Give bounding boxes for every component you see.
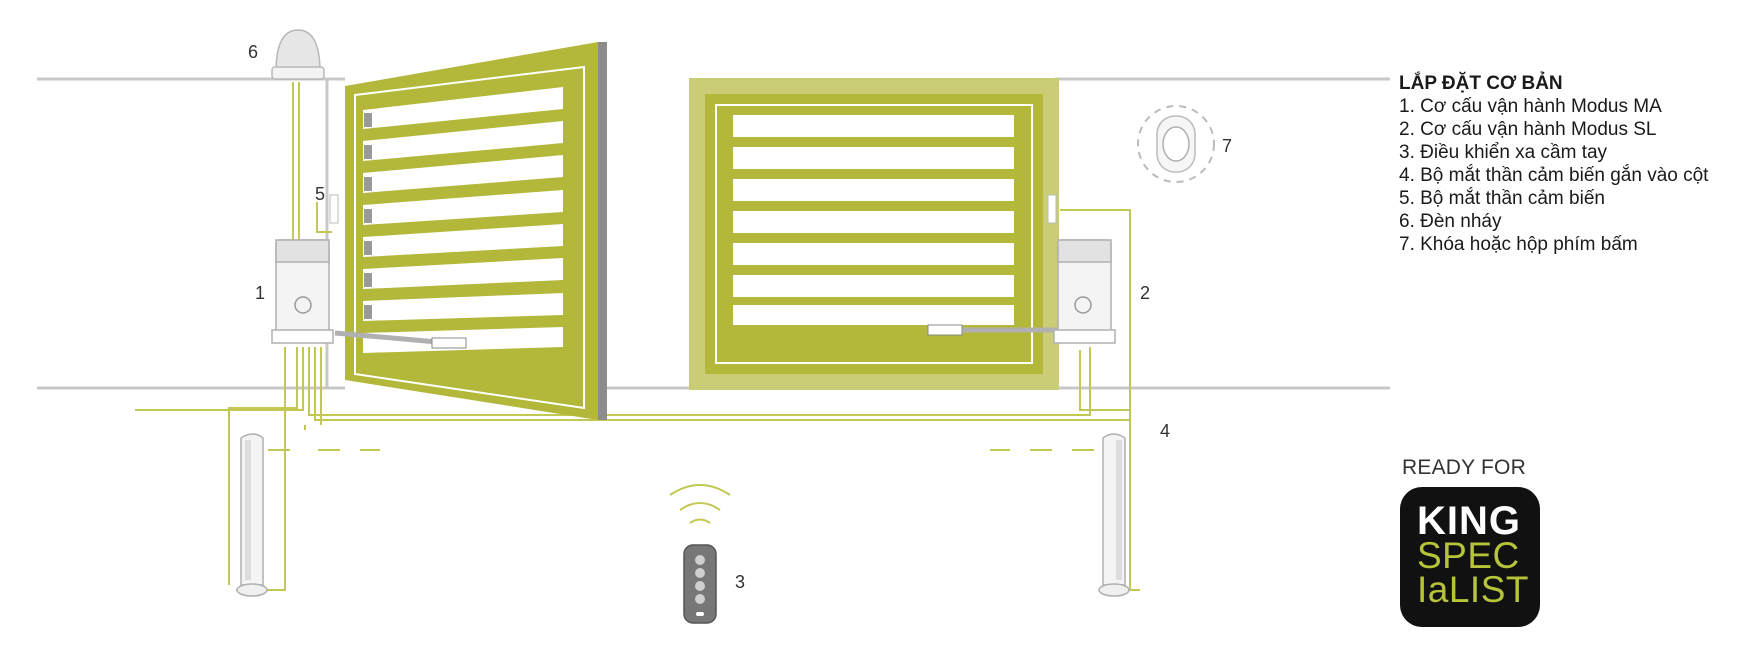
legend-item: 5. Bộ mắt thần cảm biến bbox=[1399, 188, 1605, 209]
callout-7: 7 bbox=[1222, 136, 1232, 156]
legend-item: 4. Bộ mắt thần cảm biến gắn vào cột bbox=[1399, 165, 1709, 186]
photocell-column-right bbox=[1098, 433, 1130, 597]
remote-control bbox=[669, 484, 731, 624]
wiring bbox=[135, 82, 1140, 591]
key-switch bbox=[1137, 105, 1215, 183]
gate-installation-diagram: 1 2 3 4 5 6 7 bbox=[37, 29, 1390, 624]
right-gate bbox=[689, 78, 1080, 390]
legend-item: 3. Điều khiển xa cầm tay bbox=[1399, 142, 1608, 163]
legend-item: 7. Khóa hoặc hộp phím bấm bbox=[1399, 234, 1638, 255]
ready-for-caption: READY FOR bbox=[1402, 456, 1526, 479]
photocell-column-left bbox=[236, 433, 268, 597]
motor-right bbox=[1053, 239, 1116, 344]
legend-item: 2. Cơ cấu vận hành Modus SL bbox=[1399, 119, 1657, 140]
logo-line-ialist: IaLIST bbox=[1417, 569, 1529, 610]
photocell-left-post bbox=[329, 194, 339, 224]
callout-5: 5 bbox=[315, 184, 325, 204]
legend: LẮP ĐẶT CƠ BẢN 1. Cơ cấu vận hành Modus … bbox=[1399, 72, 1739, 256]
flashing-light bbox=[271, 29, 325, 80]
callout-2: 2 bbox=[1140, 283, 1150, 303]
legend-title: LẮP ĐẶT CƠ BẢN bbox=[1399, 73, 1563, 94]
callout-4: 4 bbox=[1160, 421, 1170, 441]
king-specialist-logo: KING SPEC IaLIST bbox=[1400, 487, 1540, 627]
legend-item: 1. Cơ cấu vận hành Modus MA bbox=[1399, 96, 1662, 117]
motor-left bbox=[271, 239, 334, 344]
left-gate bbox=[334, 42, 607, 420]
callout-3: 3 bbox=[735, 572, 745, 592]
callout-1: 1 bbox=[255, 283, 265, 303]
photocell-right-post bbox=[1047, 194, 1057, 224]
legend-item: 6. Đèn nháy bbox=[1399, 211, 1502, 232]
logo-line-king: KING bbox=[1417, 499, 1521, 543]
logo-line-spec: SPEC bbox=[1417, 535, 1520, 576]
callout-6: 6 bbox=[248, 42, 258, 62]
